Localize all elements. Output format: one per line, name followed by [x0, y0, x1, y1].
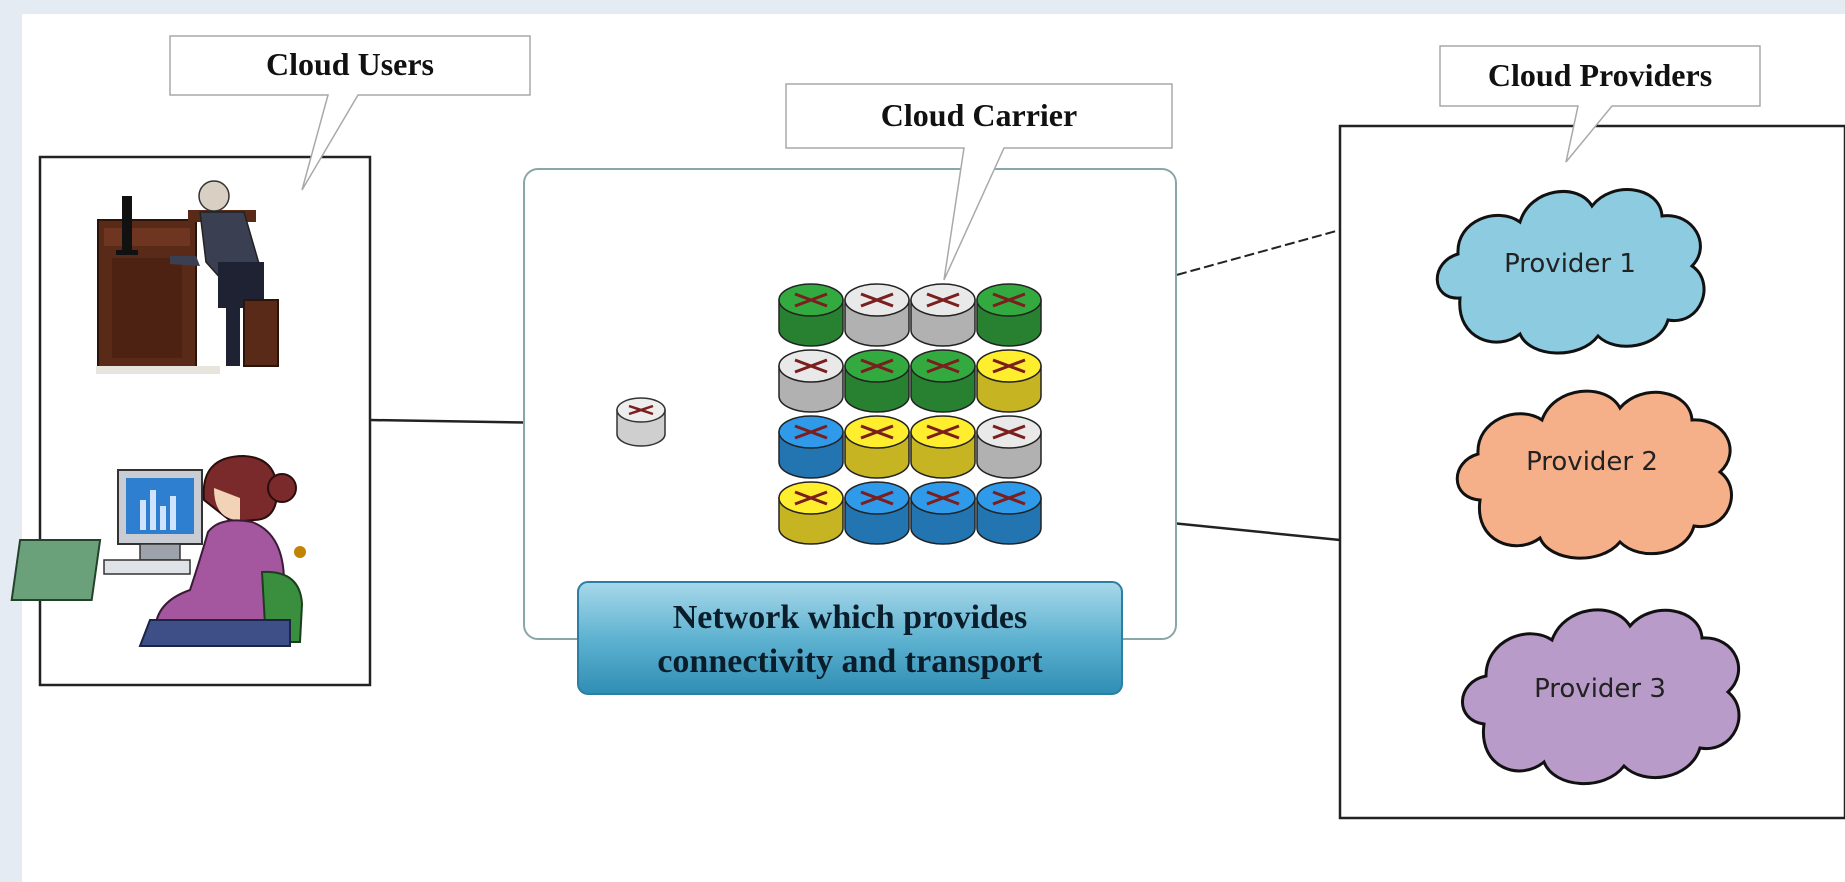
- router-icon: [778, 349, 844, 413]
- router-icon: [910, 415, 976, 479]
- router-grid: [778, 283, 1042, 545]
- router-icon: [910, 481, 976, 545]
- provider-3-label: Provider 3: [1534, 674, 1666, 704]
- network-label-line2: connectivity and transport: [657, 643, 1043, 680]
- provider-2-cloud-icon: [1455, 389, 1733, 560]
- network-label-line1: Network which provides: [673, 599, 1028, 636]
- router-icon: [844, 481, 910, 545]
- router-icon: [976, 283, 1042, 347]
- router-icon: [976, 349, 1042, 413]
- router-icon: [844, 283, 910, 347]
- cloud-users-box: [10, 155, 372, 687]
- router-icon: [976, 481, 1042, 545]
- provider-2-label: Provider 2: [1526, 447, 1658, 477]
- woman-at-computer-icon: [10, 454, 306, 647]
- router-icon: [910, 283, 976, 347]
- router-icon: [844, 349, 910, 413]
- router-icon: [844, 415, 910, 479]
- cloud-carrier-callout: Cloud Carrier: [785, 83, 1173, 281]
- network-label-box: Network which provides connectivity and …: [577, 581, 1123, 695]
- provider-cloud-3: Provider 3: [1461, 608, 1741, 786]
- provider-3-cloud-icon: [1461, 608, 1741, 786]
- man-at-desk-icon: [96, 180, 279, 374]
- cloud-carrier-label: Cloud Carrier: [881, 97, 1077, 133]
- router-icon: [910, 349, 976, 413]
- cloud-providers-callout: Cloud Providers: [1439, 45, 1761, 163]
- router-icon: [778, 415, 844, 479]
- router-icon: [976, 415, 1042, 479]
- provider-cloud-2: Provider 2: [1455, 389, 1733, 560]
- router-icon: [778, 481, 844, 545]
- cloud-providers-label: Cloud Providers: [1488, 57, 1712, 93]
- router-hub-icon: [616, 397, 666, 447]
- router-icon: [778, 283, 844, 347]
- provider-1-label: Provider 1: [1504, 249, 1636, 279]
- provider-1-cloud-icon: [1435, 188, 1706, 355]
- cloud-users-callout: Cloud Users: [169, 35, 531, 191]
- provider-cloud-1: Provider 1: [1435, 188, 1706, 355]
- cloud-users-label: Cloud Users: [266, 46, 434, 82]
